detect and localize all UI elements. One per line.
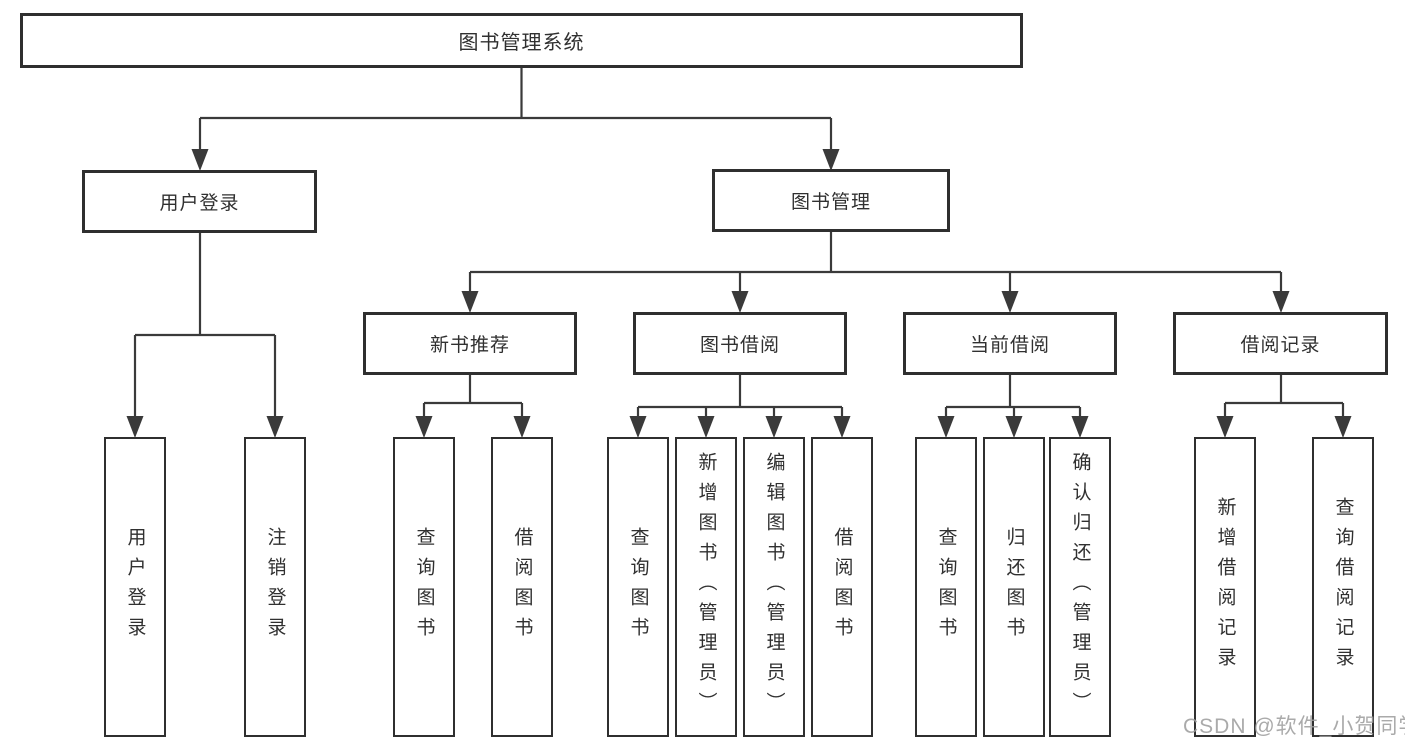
arrowheads	[126, 149, 1352, 438]
leaf-label: 用户登录	[124, 527, 146, 647]
leaf-label: 新增借阅记录	[1214, 497, 1236, 677]
leaf-edit-books-admin: 编辑图书（管理员）	[743, 437, 805, 737]
leaf-query-books-borrow: 查询图书	[607, 437, 669, 737]
connector-root	[198, 68, 833, 160]
leaf-add-borrow-record: 新增借阅记录	[1194, 437, 1256, 737]
connector-records	[1223, 375, 1345, 427]
node-new-book-recommendation: 新书推荐	[363, 312, 577, 375]
leaf-user-login: 用户登录	[104, 437, 166, 737]
leaf-query-books-current: 查询图书	[915, 437, 977, 737]
watermark: CSDN @软件_小贺同学	[1183, 715, 1405, 738]
leaf-confirm-return-admin: 确认归还（管理员）	[1049, 437, 1111, 737]
node-label: 图书管理系统	[458, 32, 585, 54]
leaf-label: 归还图书	[1003, 527, 1025, 647]
leaf-label: 确认归还（管理员）	[1069, 452, 1091, 722]
leaf-query-books-recommend: 查询图书	[393, 437, 455, 737]
node-user-login: 用户登录	[82, 170, 317, 233]
connector-new-book	[422, 375, 524, 427]
node-borrowing-records: 借阅记录	[1173, 312, 1388, 375]
node-book-management: 图书管理	[712, 169, 950, 232]
node-label: 新书推荐	[429, 335, 510, 356]
node-current-borrowing: 当前借阅	[903, 312, 1117, 375]
leaf-query-borrow-record: 查询借阅记录	[1312, 437, 1374, 737]
node-label: 用户登录	[159, 193, 240, 214]
leaf-label: 查询图书	[627, 527, 649, 647]
connector-borrow	[636, 375, 844, 427]
leaf-borrow-books: 借阅图书	[811, 437, 873, 737]
node-book-borrowing: 图书借阅	[633, 312, 847, 375]
connector-user-login	[133, 233, 277, 427]
node-label: 当前借阅	[969, 335, 1050, 356]
leaf-logout: 注销登录	[244, 437, 306, 737]
leaf-label: 查询图书	[935, 527, 957, 647]
leaf-label: 新增图书（管理员）	[695, 452, 717, 722]
leaf-label: 借阅图书	[831, 527, 853, 647]
connector-book-management	[468, 232, 1283, 302]
node-label: 图书借阅	[699, 335, 780, 356]
leaf-label: 查询图书	[413, 527, 435, 647]
node-label: 图书管理	[790, 192, 871, 213]
leaf-label: 借阅图书	[511, 527, 533, 647]
leaf-label: 查询借阅记录	[1332, 497, 1354, 677]
node-library-management-system: 图书管理系统	[20, 13, 1023, 68]
leaf-borrow-books-recommend: 借阅图书	[491, 437, 553, 737]
leaf-add-books-admin: 新增图书（管理员）	[675, 437, 737, 737]
leaf-return-books: 归还图书	[983, 437, 1045, 737]
leaf-label: 注销登录	[264, 527, 286, 647]
leaf-label: 编辑图书（管理员）	[763, 452, 785, 722]
node-label: 借阅记录	[1240, 335, 1321, 356]
